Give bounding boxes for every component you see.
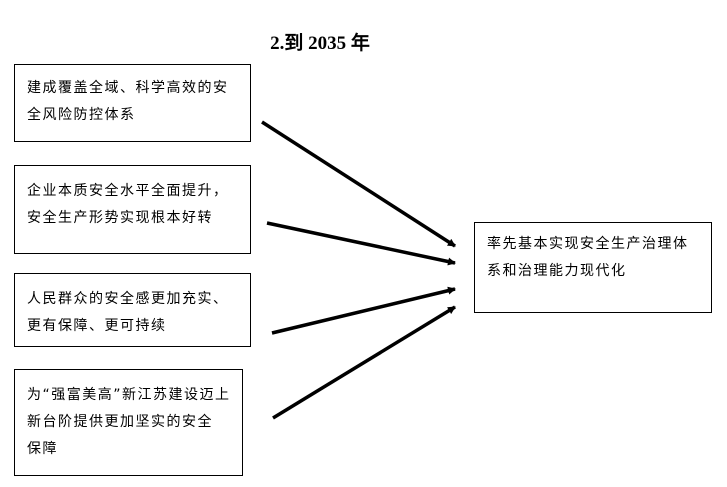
box-text-line: 为“强富美高”新江苏建设迈上 xyxy=(27,387,231,403)
arrow-2 xyxy=(266,221,456,266)
arrow-4 xyxy=(272,305,456,420)
box-text-line: 安全生产形势实现根本好转 xyxy=(27,210,213,226)
box-text-line: 人民群众的安全感更加充实、 xyxy=(27,291,229,307)
diagram-title: 2.到 2035 年 xyxy=(270,33,370,54)
box-text-line: 新台阶提供更加坚实的安全 xyxy=(27,414,213,430)
box-text-line: 全风险防控体系 xyxy=(27,107,136,123)
arrow-3 xyxy=(271,286,456,335)
arrow-1 xyxy=(261,120,456,248)
target-box: 率先基本实现安全生产治理体 系和治理能力现代化 xyxy=(474,222,712,313)
source-box-2: 企业本质安全水平全面提升， 安全生产形势实现根本好转 xyxy=(14,165,251,254)
box-text-line: 系和治理能力现代化 xyxy=(487,263,627,279)
box-text-line: 建成覆盖全域、科学高效的安 xyxy=(27,80,229,96)
source-box-1: 建成覆盖全域、科学高效的安 全风险防控体系 xyxy=(14,64,251,142)
box-text-line: 企业本质安全水平全面提升， xyxy=(27,183,229,199)
box-text-line: 更有保障、更可持续 xyxy=(27,318,167,334)
box-text-line: 率先基本实现安全生产治理体 xyxy=(487,236,689,252)
source-box-3: 人民群众的安全感更加充实、 更有保障、更可持续 xyxy=(14,273,251,347)
source-box-4: 为“强富美高”新江苏建设迈上 新台阶提供更加坚实的安全 保障 xyxy=(14,369,243,476)
box-text-line: 保障 xyxy=(27,441,58,457)
